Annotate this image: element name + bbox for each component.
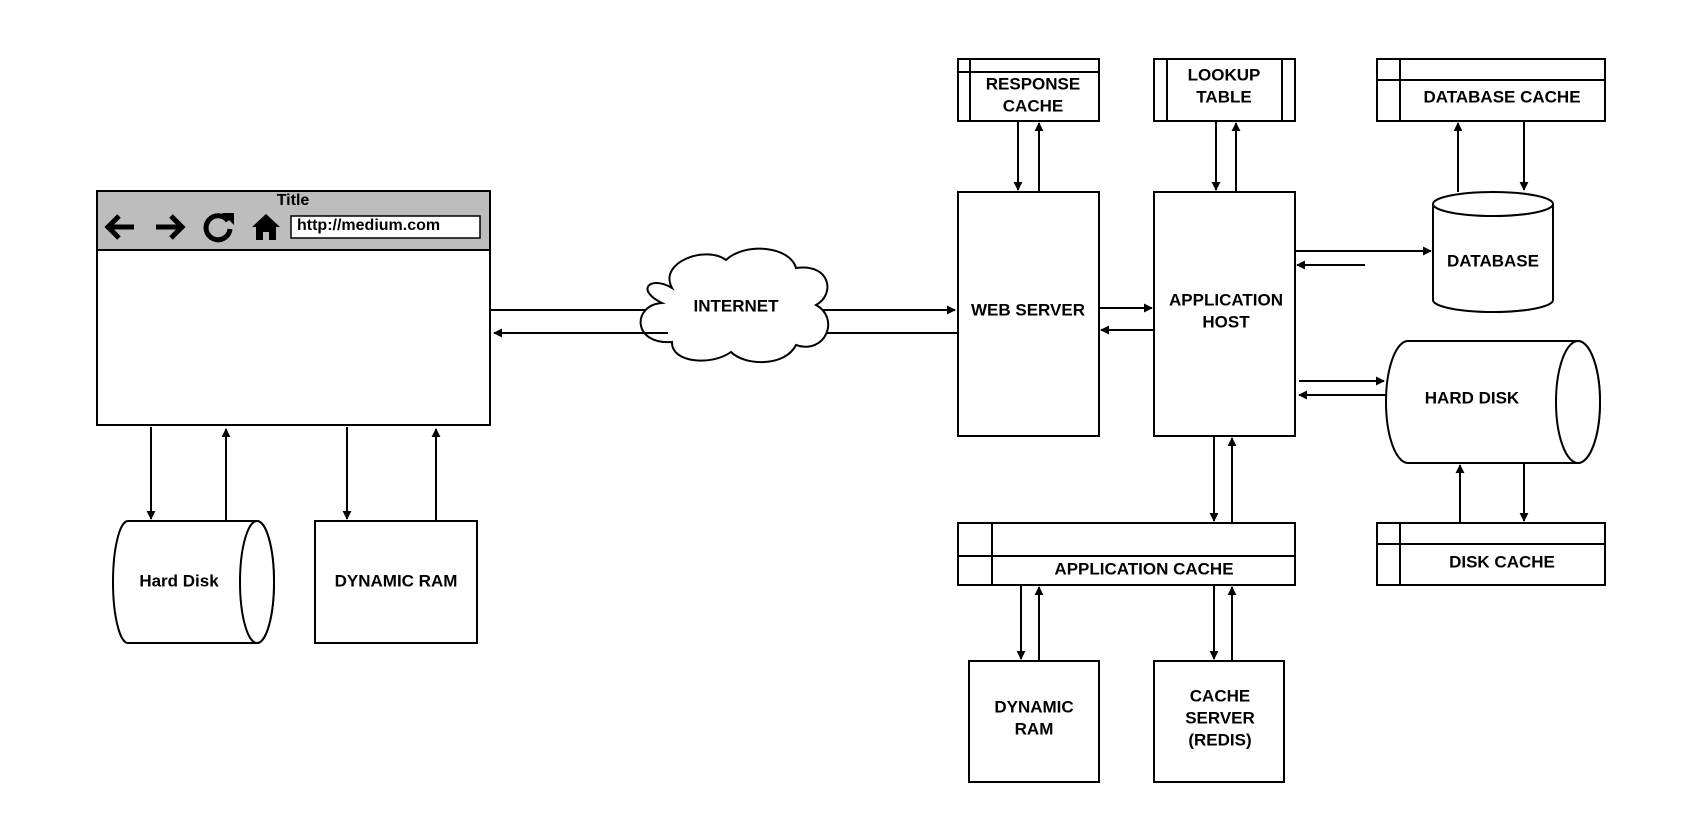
database-label: DATABASE — [1447, 251, 1539, 270]
application-cache-label: APPLICATION CACHE — [1054, 559, 1233, 578]
url-input[interactable] — [290, 215, 481, 239]
database-cache-label: DATABASE CACHE — [1423, 87, 1580, 106]
application-host-label-1: APPLICATION — [1169, 290, 1283, 309]
response-cache-label-2: CACHE — [1003, 96, 1063, 115]
server-dynamic-ram-label-2: RAM — [1015, 719, 1054, 738]
response-cache: RESPONSE CACHE — [957, 58, 1100, 122]
web-server: WEB SERVER — [957, 191, 1100, 437]
response-cache-label-1: RESPONSE — [986, 74, 1080, 93]
server-hard-disk-label: HARD DISK — [1425, 388, 1520, 407]
database: DATABASE — [1432, 191, 1554, 313]
browser-title: Title — [277, 192, 310, 209]
application-host: APPLICATION HOST — [1153, 191, 1296, 437]
server-dynamic-ram-label-1: DYNAMIC — [994, 697, 1073, 716]
server-dynamic-ram: DYNAMIC RAM — [968, 660, 1100, 783]
lookup-table-label-1: LOOKUP — [1188, 65, 1261, 84]
application-cache: APPLICATION CACHE — [957, 522, 1296, 586]
client-hard-disk: Hard Disk — [112, 520, 275, 644]
lookup-table-label-2: TABLE — [1196, 87, 1251, 106]
cache-server-label-3: (REDIS) — [1188, 730, 1251, 749]
cache-server-label-2: SERVER — [1185, 708, 1255, 727]
forward-arrow-icon[interactable] — [156, 214, 186, 240]
server-hard-disk: HARD DISK — [1385, 340, 1601, 464]
disk-cache-label: DISK CACHE — [1449, 552, 1555, 571]
lookup-table: LOOKUP TABLE — [1153, 58, 1296, 122]
back-arrow-icon[interactable] — [104, 214, 134, 240]
disk-cache: DISK CACHE — [1376, 522, 1606, 586]
client-dynamic-ram: DYNAMIC RAM — [314, 520, 478, 644]
home-icon[interactable] — [252, 214, 280, 240]
internet-label: INTERNET — [694, 296, 780, 315]
application-host-label-2: HOST — [1202, 312, 1250, 331]
internet-cloud: INTERNET — [639, 247, 829, 363]
browser-window: Title http://medium.com — [96, 190, 491, 426]
url-text: http://medium.com — [297, 217, 440, 234]
database-cache: DATABASE CACHE — [1376, 58, 1606, 122]
cache-server-label-1: CACHE — [1190, 686, 1250, 705]
web-server-label: WEB SERVER — [971, 300, 1085, 319]
client-dynamic-ram-label: DYNAMIC RAM — [335, 571, 458, 590]
client-hard-disk-label: Hard Disk — [139, 571, 219, 590]
cache-server: CACHE SERVER (REDIS) — [1153, 660, 1285, 783]
refresh-icon[interactable] — [203, 213, 234, 243]
